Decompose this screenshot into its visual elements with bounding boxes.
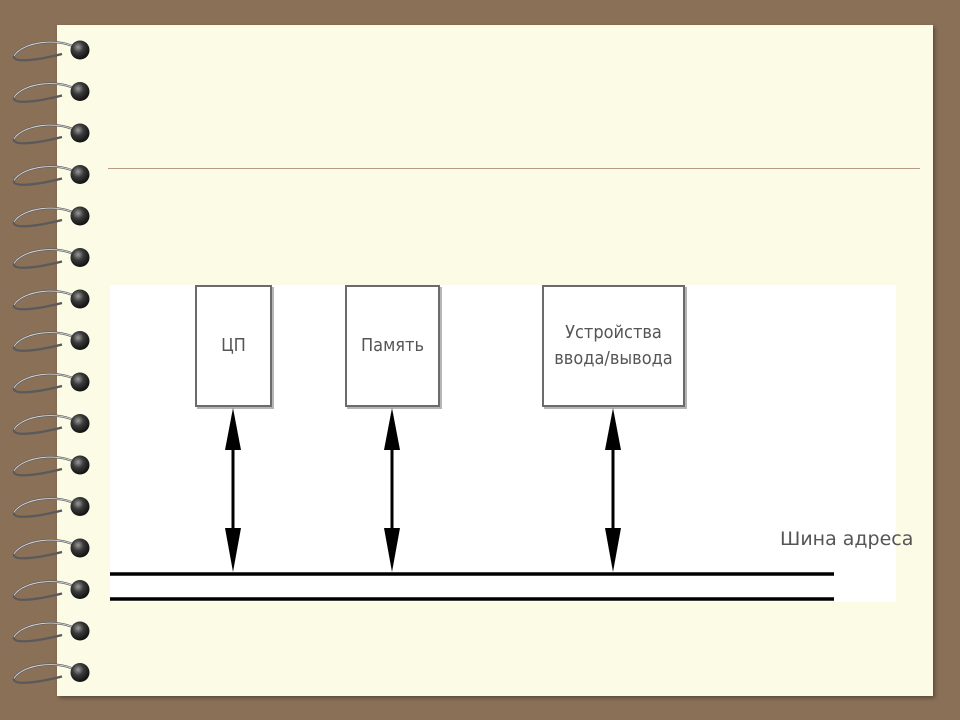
cpu-bus-arrow xyxy=(225,408,241,572)
memory-bus-arrow xyxy=(384,408,400,572)
spiral-binding-ring-icon xyxy=(12,40,90,62)
spiral-binding-ring-icon xyxy=(12,82,90,103)
spiral-binding xyxy=(12,40,90,684)
cpu-box: ЦП xyxy=(195,285,272,407)
spiral-binding-ring-icon xyxy=(12,123,90,145)
memory-label: Память xyxy=(360,335,425,356)
spiral-binding-ring-icon xyxy=(12,372,90,394)
spiral-binding-ring-icon xyxy=(12,621,90,643)
spiral-binding-ring-icon xyxy=(12,580,90,601)
spiral-binding-ring-icon xyxy=(12,206,90,228)
spiral-binding-ring-icon xyxy=(12,331,90,352)
memory-box: Память xyxy=(345,285,440,407)
address-bus-label: Шина адреса xyxy=(780,528,914,550)
io-bus-arrow xyxy=(605,408,621,572)
spiral-binding-ring-icon xyxy=(12,289,90,311)
spiral-binding-ring-icon xyxy=(12,455,90,477)
cpu-label: ЦП xyxy=(221,335,246,356)
io-devices-label: Устройства ввода/вывода xyxy=(554,322,673,369)
spiral-binding-ring-icon xyxy=(12,414,90,435)
spiral-binding-ring-icon xyxy=(12,248,90,269)
spiral-binding-ring-icon xyxy=(12,663,90,684)
spiral-binding-ring-icon xyxy=(12,165,90,186)
spiral-binding-ring-icon xyxy=(12,538,90,560)
io-devices-box: Устройства ввода/вывода xyxy=(542,285,685,407)
spiral-binding-ring-icon xyxy=(12,497,90,518)
title-divider xyxy=(108,168,920,169)
